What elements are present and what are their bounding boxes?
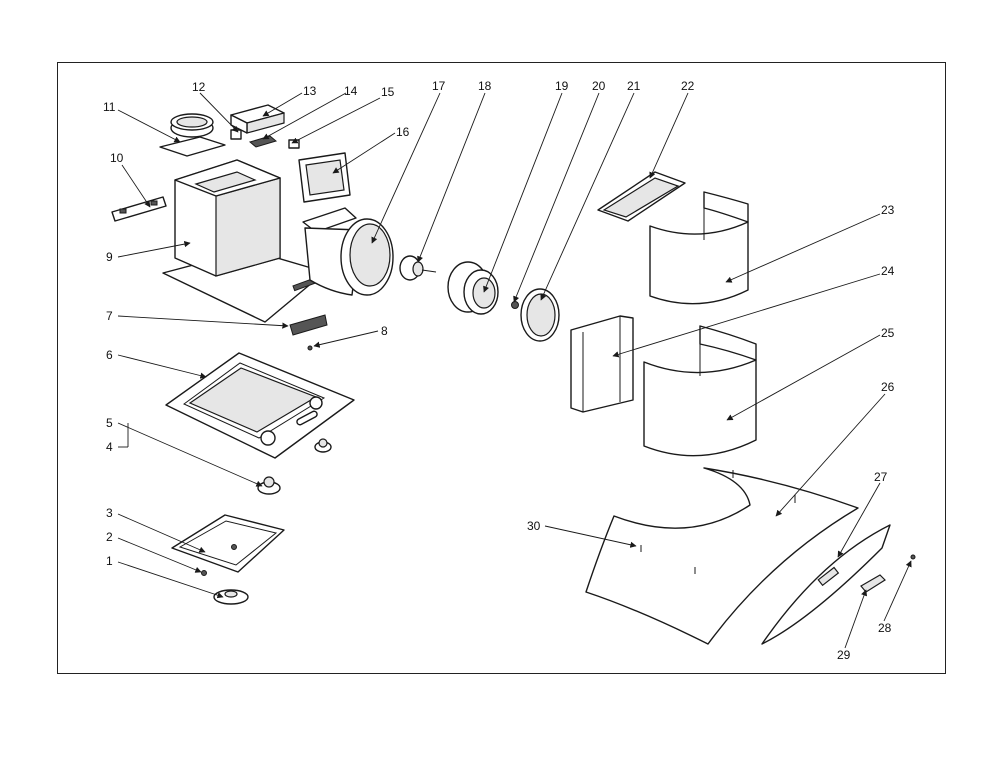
part-9-housing [162, 159, 326, 323]
callout-2: 2 [106, 530, 113, 544]
callout-13: 13 [303, 84, 317, 98]
callout-1: 1 [106, 554, 113, 568]
callout-30: 30 [527, 519, 541, 533]
callout-5: 5 [106, 416, 113, 430]
part-6-tray [165, 352, 355, 459]
callout-14: 14 [344, 84, 358, 98]
callout-9: 9 [106, 250, 113, 264]
callout-22: 22 [681, 79, 695, 93]
callout-27: 27 [874, 470, 888, 484]
part-18-motor [399, 255, 437, 281]
part-13-box [230, 104, 285, 134]
callout-21: 21 [627, 79, 641, 93]
part-20-nut [511, 301, 519, 309]
callout-8: 8 [381, 324, 388, 338]
callout-15: 15 [381, 85, 395, 99]
callout-10: 10 [110, 151, 124, 165]
part-29-control [860, 574, 886, 593]
callout-20: 20 [592, 79, 606, 93]
callout-16: 16 [396, 125, 410, 139]
callout-17: 17 [432, 79, 446, 93]
callout-25: 25 [881, 326, 895, 340]
callout-6: 6 [106, 348, 113, 362]
part-27-front-panel [761, 524, 891, 645]
part-21-ring [520, 288, 560, 342]
callout-26: 26 [881, 380, 895, 394]
part-28-screw [910, 554, 916, 560]
part-19-wheel [447, 261, 499, 315]
callout-28: 28 [878, 621, 892, 635]
part-16-gasket [298, 152, 351, 203]
part-7-switch [289, 314, 328, 336]
part-11-collar [159, 113, 226, 157]
diagram-frame [57, 62, 946, 674]
leader-lines [117, 92, 912, 649]
part-22-bracket [597, 171, 686, 222]
callout-29: 29 [837, 648, 851, 662]
callout-7: 7 [106, 309, 113, 323]
part-2-screw [201, 570, 207, 576]
part-3-bottom-plate [171, 514, 285, 573]
callout-18: 18 [478, 79, 492, 93]
part-23-upper-chimney [649, 191, 749, 305]
part-1-cap [213, 589, 249, 605]
part-15-connector [288, 139, 300, 149]
callout-3: 3 [106, 506, 113, 520]
callout-19: 19 [555, 79, 569, 93]
part-25-lower-chimney [643, 325, 757, 457]
callout-labels: 1 2 3 4 5 6 7 8 9 10 11 12 13 14 15 16 1… [103, 79, 895, 662]
part-6-knob [314, 438, 332, 453]
callout-24: 24 [881, 264, 895, 278]
part-14-board [248, 135, 278, 148]
callout-4: 4 [106, 440, 113, 454]
callout-23: 23 [881, 203, 895, 217]
part-5-knob [257, 476, 281, 495]
part-10-plate [111, 196, 167, 222]
part-26-canopy [585, 467, 859, 645]
part-17-blower [302, 207, 394, 296]
callout-11: 11 [103, 100, 116, 114]
part-24-side-panel [570, 315, 634, 413]
callout-12: 12 [192, 80, 206, 94]
part-12-capacitor [230, 129, 242, 140]
part-8-screw [307, 345, 313, 351]
